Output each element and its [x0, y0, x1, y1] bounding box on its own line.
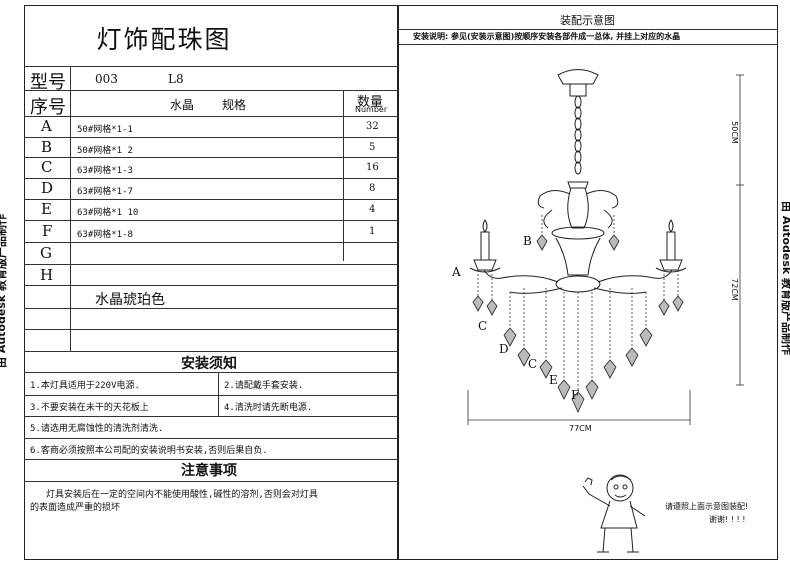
page-title: 灯饰配珠图: [96, 25, 232, 54]
dim-top-label: 50CM: [729, 121, 739, 144]
row-key: C: [41, 158, 53, 176]
left-side-text: 由 Autodesk 教育版产品制作: [0, 213, 9, 368]
diagram-title: 装配示意图: [560, 14, 615, 27]
left-panel: [24, 5, 398, 560]
install-item-5: 5.请选用无腐蚀性的清洗剂清洗.: [30, 424, 164, 434]
crystal-color: 水晶琥珀色: [95, 292, 165, 308]
install-title: 安装须知: [181, 356, 237, 372]
row-key: H: [40, 266, 54, 284]
install-item-6: 6.客商必须按照本公司配的安装说明书安装,否则后果自负.: [30, 446, 268, 456]
row-key: F: [42, 222, 53, 240]
label-C2: C: [528, 357, 538, 371]
notice-text: 灯具安装后在一定的空间内不能使用酸性,碱性的溶剂,否则会对灯具: [46, 490, 318, 500]
install-item-2: 2.请配戴手套安装.: [224, 381, 304, 391]
install-item-1: 1.本灯具适用于220V电源.: [30, 381, 140, 391]
install-item-3: 3.不要安装在未干的天花板上: [30, 403, 149, 413]
label-F: F: [571, 388, 580, 402]
note-line-2: 谢谢! ! ! !: [709, 515, 746, 524]
row-qty: 8: [369, 183, 376, 194]
row-key: A: [41, 117, 52, 135]
install-item-4: 4.清洗时请先断电源.: [224, 403, 313, 413]
dim-width-label: 77CM: [569, 424, 592, 433]
label-C: C: [478, 319, 488, 333]
row-spec: 63#网格*1-3: [77, 166, 133, 176]
row-spec: 50#网格*1 2: [77, 146, 133, 156]
row-key: E: [41, 200, 52, 218]
model-size: L8: [168, 72, 184, 86]
model-label: 型号: [30, 72, 66, 93]
row-qty: 4: [369, 204, 376, 215]
row-qty: 5: [369, 142, 376, 153]
label-E: E: [549, 373, 558, 387]
row-spec: 63#网格*1-7: [77, 187, 133, 197]
row-key: G: [40, 244, 52, 262]
model-number: 003: [95, 72, 118, 86]
label-D: D: [499, 342, 509, 356]
row-qty: 32: [366, 121, 379, 132]
row-qty: 16: [366, 162, 379, 173]
row-qty: 1: [369, 226, 376, 237]
label-A: A: [452, 265, 461, 279]
notice-title: 注意事项: [181, 463, 237, 479]
label-B: B: [523, 234, 532, 248]
right-side-text: 由 Autodesk 教育版产品制作: [780, 201, 790, 356]
chandelier-diagram: [467, 69, 744, 425]
dim-right-label: 72CM: [729, 278, 739, 301]
notice-text-2: 的表面造成严重的损坏: [30, 503, 121, 513]
header-crystal: 水晶: [170, 98, 195, 112]
install-instruction: 安装说明: 参见(安装示意图)按顺序安装各部件成一总体, 并挂上对应的水晶: [413, 32, 681, 41]
row-spec: 63#网格*1 10: [77, 208, 139, 218]
row-key: B: [41, 138, 53, 156]
header-seq: 序号: [30, 97, 66, 118]
header-qty-en: Number: [355, 105, 388, 114]
row-spec: 50#网格*1-1: [77, 125, 133, 135]
row-key: D: [41, 179, 54, 197]
cartoon-figure-illustration: [582, 474, 646, 553]
header-qty: 数量: [357, 95, 384, 110]
row-spec: 63#网格*1-8: [77, 230, 133, 240]
right-panel: [398, 5, 778, 560]
header-spec: 规格: [222, 98, 247, 112]
note-line-1: 请遵照上面示意图装配!: [665, 502, 749, 511]
